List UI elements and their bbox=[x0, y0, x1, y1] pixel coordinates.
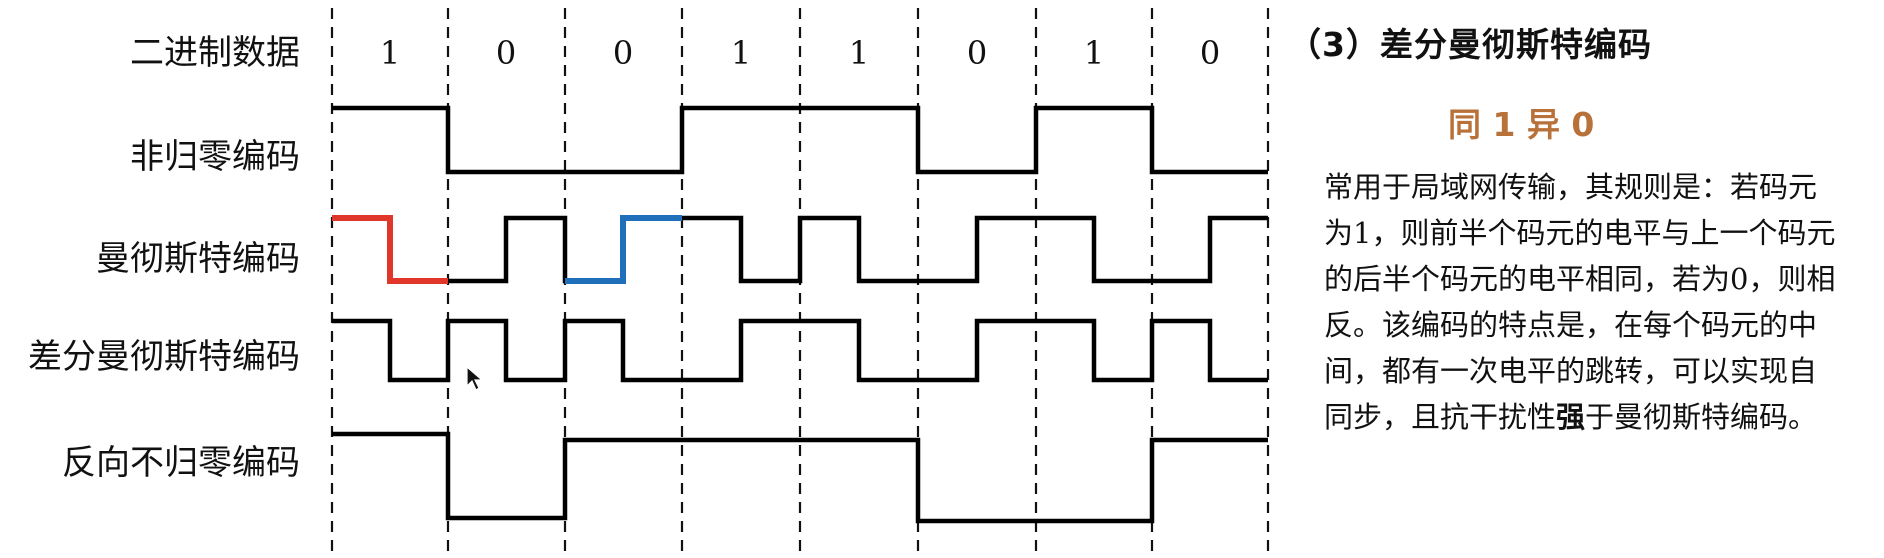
bit-value: 0 bbox=[1200, 34, 1220, 72]
bit-value: 1 bbox=[1084, 34, 1104, 72]
bit-value: 0 bbox=[613, 34, 633, 72]
row-label-nrzi: 反向不归零编码 bbox=[62, 443, 300, 483]
row-label-manchester: 曼彻斯特编码 bbox=[96, 239, 300, 279]
bit-value: 1 bbox=[849, 34, 869, 72]
description-bold: 强 bbox=[1556, 400, 1586, 434]
section-title: （3）差分曼彻斯特编码 bbox=[1288, 25, 1652, 64]
rule-highlight: 同 1 异 0 bbox=[1448, 105, 1595, 144]
description-text: 常用于局域网传输，其规则是：若码元为1，则前半个码元的电平与上一个码元的后半个码… bbox=[1324, 170, 1836, 434]
description: 常用于局域网传输，其规则是：若码元为1，则前半个码元的电平与上一个码元的后半个码… bbox=[1324, 164, 1844, 440]
bit-value: 1 bbox=[731, 34, 751, 72]
row-label-diff-manchester: 差分曼彻斯特编码 bbox=[28, 337, 300, 377]
mouse-cursor-icon bbox=[466, 366, 484, 391]
bit-value: 0 bbox=[967, 34, 987, 72]
nrzi-waveform bbox=[332, 431, 1268, 524]
manchester-waveform bbox=[332, 215, 1268, 284]
bit-values: 1 0 0 1 1 0 1 0 bbox=[380, 34, 1220, 72]
diff-manchester-waveform bbox=[332, 318, 1268, 383]
explanation-panel: （3）差分曼彻斯特编码 同 1 异 0 常用于局域网传输，其规则是：若码元为1，… bbox=[1288, 18, 1878, 440]
description-text-end: 于曼彻斯特编码。 bbox=[1585, 400, 1818, 434]
nrz-waveform bbox=[332, 105, 1268, 175]
manchester-highlight-blue bbox=[565, 215, 682, 284]
row-label-nrz: 非归零编码 bbox=[130, 137, 300, 177]
bit-value: 1 bbox=[380, 34, 400, 72]
row-label-binary: 二进制数据 bbox=[130, 33, 300, 73]
manchester-highlight-red bbox=[332, 215, 448, 284]
bit-value: 0 bbox=[496, 34, 516, 72]
encoding-diagram: 二进制数据 非归零编码 曼彻斯特编码 差分曼彻斯特编码 反向不归零编码 1 0 … bbox=[28, 8, 1270, 555]
